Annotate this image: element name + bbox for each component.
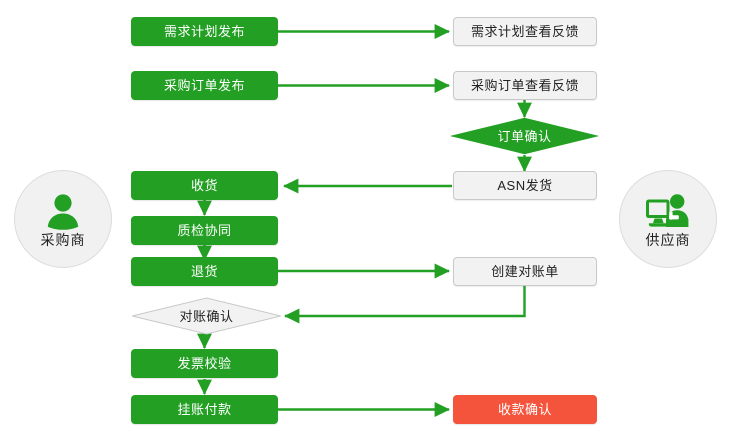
person-at-computer-icon [646,193,689,227]
node-label: 挂账付款 [177,402,232,417]
node-return-goods[interactable]: 退货 [131,257,278,286]
node-label: 需求计划查看反馈 [470,24,579,39]
actor-buyer[interactable]: 采购商 [14,170,112,268]
node-label: 订单确认 [497,128,552,144]
node-create-statement[interactable]: 创建对账单 [453,257,597,286]
node-payable-payment[interactable]: 挂账付款 [131,395,278,424]
node-label: 创建对账单 [491,264,559,279]
node-demand-plan-feedback[interactable]: 需求计划查看反馈 [453,17,597,46]
node-label: 需求计划发布 [163,24,245,39]
node-invoice-check[interactable]: 发票校验 [131,349,278,378]
node-statement-confirm[interactable]: 对账确认 [131,297,282,335]
node-demand-plan-publish[interactable]: 需求计划发布 [131,17,278,46]
node-label: 收货 [190,178,218,193]
node-label: 发票校验 [177,356,232,371]
node-label: 采购订单查看反馈 [470,78,579,93]
diamond-shape [449,117,600,155]
actor-supplier[interactable]: 供应商 [619,170,717,268]
edge-statement-to-confirm [284,286,526,324]
node-label: ASN发货 [497,178,553,193]
node-label: 收款确认 [497,402,552,417]
node-qc-collab[interactable]: 质检协同 [131,216,278,245]
node-label: 质检协同 [177,223,232,238]
node-label: 退货 [190,264,218,279]
actor-buyer-label: 采购商 [40,231,86,248]
node-po-feedback[interactable]: 采购订单查看反馈 [453,71,597,100]
node-order-confirm[interactable]: 订单确认 [449,117,600,155]
node-receipt-confirm[interactable]: 收款确认 [453,395,597,424]
node-label: 对账确认 [179,308,234,324]
person-icon [47,193,79,230]
node-asn-shipment[interactable]: ASN发货 [453,171,597,200]
node-receive-goods[interactable]: 收货 [131,171,278,200]
node-label: 采购订单发布 [163,78,245,93]
actor-supplier-label: 供应商 [645,231,691,248]
node-po-publish[interactable]: 采购订单发布 [131,71,278,100]
